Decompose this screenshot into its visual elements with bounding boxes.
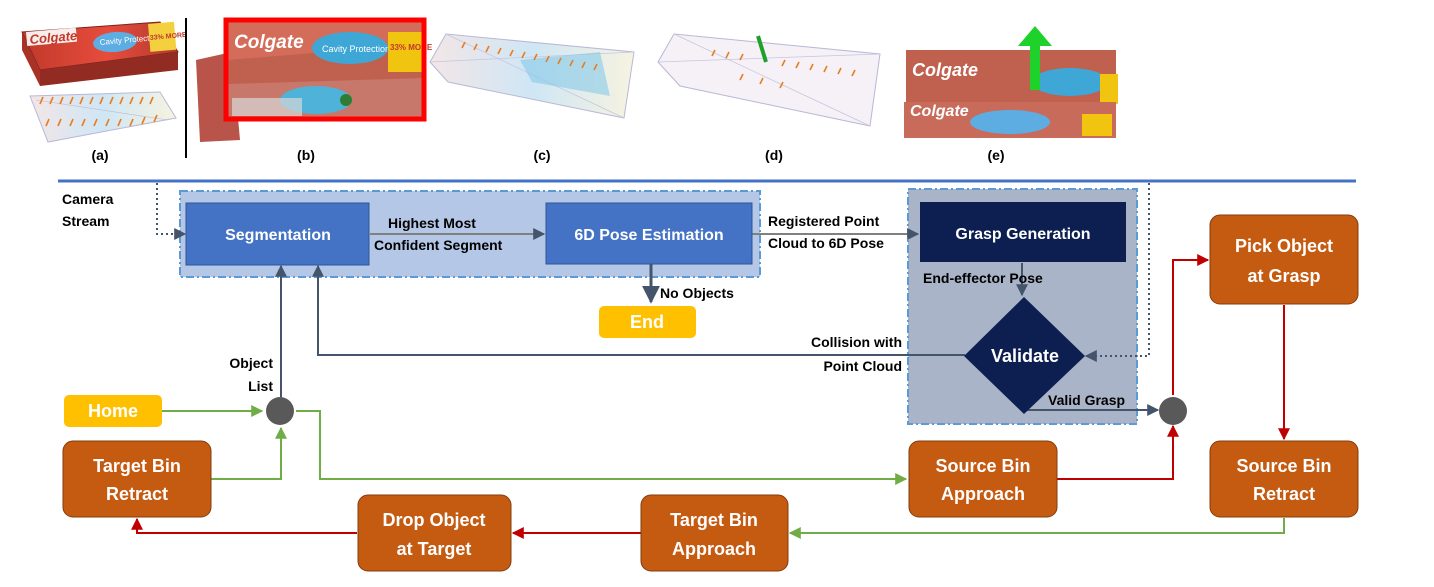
camera-stream-label-2: Stream (62, 213, 109, 229)
junction-left (266, 397, 294, 425)
source-bin-approach-node: Source Bin Approach (908, 440, 1058, 518)
grasp-generation-label: Grasp Generation (955, 226, 1090, 243)
toothpaste-scene-photo: Colgate Cavity Protection 33% MORE (196, 22, 433, 142)
source-bin-retract-label-1: Source Bin (1236, 456, 1331, 476)
target-bin-approach-node: Target Bin Approach (640, 494, 789, 572)
panel-e-label: (e) (987, 147, 1004, 163)
segmentation-node: Segmentation (185, 202, 370, 266)
panel-b-label: (b) (297, 147, 315, 163)
home-node: Home (64, 395, 162, 427)
pick-object-label-2: at Grasp (1247, 266, 1320, 286)
junction-right (1159, 397, 1187, 425)
target-bin-retract-label-1: Target Bin (93, 456, 181, 476)
panel-a-label: (a) (91, 147, 108, 163)
panel-d-label: (d) (765, 147, 783, 163)
object-list-label-2: List (248, 378, 273, 394)
panel-d: (d) (657, 33, 881, 163)
edge-source-retract-to-target-approach (788, 518, 1285, 539)
source-bin-retract-node: Source Bin Retract (1209, 440, 1359, 518)
edge-source-approach-to-junction (1057, 424, 1179, 480)
end-label: End (630, 312, 664, 332)
edge-camera-to-segmentation (156, 183, 187, 240)
panel-a-brand: Colgate (29, 28, 78, 47)
pick-object-node: Pick Object at Grasp (1209, 214, 1359, 305)
toothpaste-box-photo: Colgate Cavity Protection 33% MORE (21, 21, 188, 86)
pose-estimation-label: 6D Pose Estimation (574, 227, 723, 244)
grasp-pose-scene: Colgate Colgate (904, 26, 1118, 138)
grasp-generation-node: Grasp Generation (920, 202, 1126, 262)
panel-b-brand: Colgate (234, 32, 304, 53)
edge-end-effector-label: End-effector Pose (923, 270, 1043, 286)
panel-b-product-text: Cavity Protection (322, 44, 390, 54)
source-bin-approach-label-2: Approach (941, 484, 1025, 504)
home-label: Home (88, 401, 138, 421)
drop-object-label-2: at Target (397, 539, 472, 559)
edge-junction-to-pick (1172, 254, 1210, 395)
edge-drop-to-target-retract (131, 517, 357, 534)
edge-segment-label-1: Highest Most (388, 215, 476, 231)
edge-registered-label-1: Registered Point (768, 213, 880, 229)
pose-estimation-node: 6D Pose Estimation (545, 202, 753, 265)
edge-valid-grasp-label: Valid Grasp (1048, 392, 1125, 408)
validate-label: Validate (991, 346, 1059, 366)
segment-highlight-box (223, 17, 427, 122)
edge-collision-label-2: Point Cloud (823, 358, 902, 374)
panel-e: Colgate Colgate (e) (904, 26, 1118, 163)
edge-no-objects-label: No Objects (660, 285, 734, 301)
source-bin-retract-label-2: Retract (1253, 484, 1315, 504)
edge-segment-label-2: Confident Segment (374, 237, 503, 253)
panel-a-point-cloud (29, 91, 177, 143)
end-node: End (599, 306, 696, 338)
validate-node: Validate (964, 297, 1085, 414)
camera-stream-label-1: Camera (62, 191, 114, 207)
edge-camera-to-validate (1084, 183, 1150, 362)
target-bin-retract-node: Target Bin Retract (62, 440, 212, 518)
grasp-axis (756, 35, 768, 63)
panel-a-badge: 33% MORE (150, 32, 188, 42)
drop-object-node: Drop Object at Target (357, 494, 512, 572)
target-bin-approach-label-1: Target Bin (670, 510, 758, 530)
panel-b-badge: 33% MORE (390, 43, 433, 52)
grasp-arrow-head (1018, 26, 1052, 46)
registered-point-cloud (429, 33, 635, 119)
edge-junction-to-source-approach (296, 410, 908, 485)
panel-c-label: (c) (533, 147, 550, 163)
grasp-candidate-cloud (657, 33, 881, 127)
edge-retract-to-junction (211, 426, 287, 480)
grasp-arrow-shaft (1030, 44, 1040, 90)
panel-d-normals (711, 49, 856, 89)
panel-c: (c) (429, 33, 635, 163)
target-bin-retract-label-2: Retract (106, 484, 168, 504)
panel-e-brand-top: Colgate (912, 60, 978, 80)
segmentation-label: Segmentation (225, 227, 331, 244)
panel-a-normals (39, 96, 158, 127)
panel-b: Colgate Cavity Protection 33% MORE (b) (196, 17, 433, 163)
pick-object-label-1: Pick Object (1235, 236, 1333, 256)
edge-collision-label-1: Collision with (811, 334, 902, 350)
target-bin-approach-label-2: Approach (672, 539, 756, 559)
source-bin-approach-label-1: Source Bin (935, 456, 1030, 476)
panel-e-brand-bottom: Colgate (910, 103, 969, 120)
drop-object-label-1: Drop Object (382, 510, 485, 530)
object-list-label-1: Object (229, 355, 273, 371)
edge-validate-to-segmentation (312, 264, 965, 356)
edge-registered-label-2: Cloud to 6D Pose (768, 235, 884, 251)
panel-a: Colgate Cavity Protection 33% MORE (21, 21, 188, 163)
panel-c-normals (461, 41, 598, 71)
